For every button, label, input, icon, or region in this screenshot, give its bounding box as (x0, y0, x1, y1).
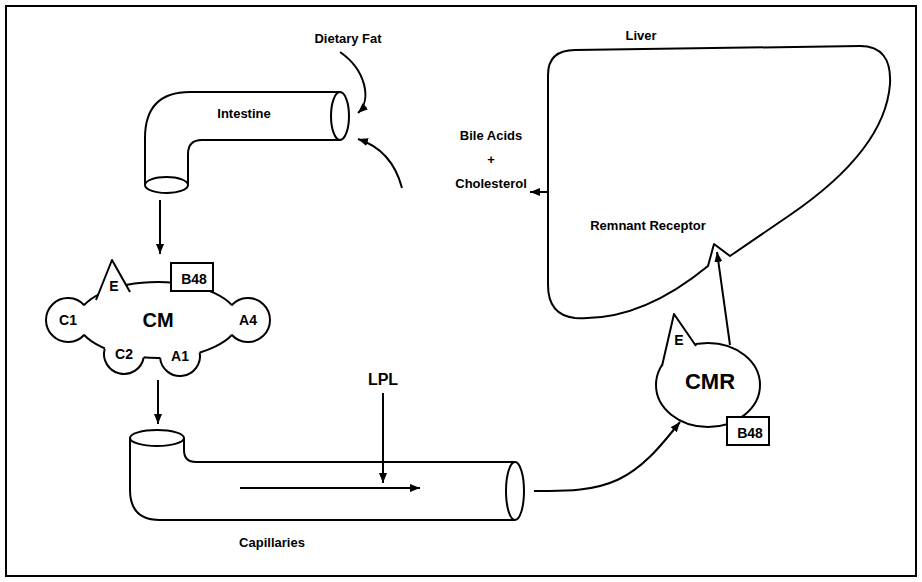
node-text: CM (142, 309, 173, 332)
output-label: Bile Acids + Cholesterol (455, 124, 527, 196)
tube-wall (130, 438, 515, 520)
lobe-outline (232, 298, 270, 342)
node-text: Capillaries (239, 536, 305, 551)
enzyme-label: LPL (368, 371, 398, 389)
liver-organ-outline (546, 24, 896, 324)
flow-arrow (717, 252, 730, 345)
lobe-fill (160, 336, 200, 376)
enzyme-arrow (382, 393, 384, 483)
node-text: Remnant Receptor (590, 219, 706, 234)
wedge-outline (662, 314, 696, 366)
node-text: E (674, 332, 683, 348)
node-text: B48 (737, 425, 763, 441)
apoprotein-wedge: E (658, 312, 700, 370)
node-text: C2 (115, 346, 133, 362)
capillary-tube-outline (128, 428, 528, 554)
tube-opening (506, 462, 524, 520)
node-text: C1 (59, 312, 77, 328)
intestine-tube: Intestine (140, 88, 360, 196)
liver-organ: LiverRemnant Receptor (546, 24, 896, 324)
tube-opening (130, 430, 184, 446)
intake-arrow (340, 52, 365, 113)
flow-arrow (534, 422, 680, 491)
chylomicron-remnant: CMR E B48 (650, 310, 774, 452)
flow-arrow (159, 200, 161, 254)
tube-opening (331, 92, 349, 140)
apoprotein-lobe: A4 (226, 298, 270, 342)
node-text: A1 (171, 348, 189, 364)
node-text: Intestine (217, 107, 270, 122)
node-text: E (109, 278, 118, 294)
node-text: CMR (685, 369, 735, 394)
tube-wall (145, 92, 340, 185)
chylomicron: CM E B48C1 A4C2 A1 (44, 256, 274, 378)
apoprotein-box: B48 (726, 416, 770, 446)
apoprotein-box: B48 (170, 262, 214, 292)
apoprotein-lobe: A1 (160, 336, 200, 376)
node-text: B48 (181, 271, 207, 287)
secretion-arrow (530, 191, 547, 193)
blood-flow-arrow (240, 487, 420, 489)
lobe-fill (104, 334, 144, 374)
frame (6, 6, 916, 576)
apoprotein-lobe: C2 (104, 334, 144, 374)
input-label: Dietary Fat (314, 32, 381, 47)
lobe-fill (46, 298, 90, 342)
apoprotein-lobe: C1 (46, 298, 90, 342)
wedge-outline (96, 260, 130, 300)
organ-outline (548, 46, 890, 318)
capillary-tube: Capillaries (128, 428, 528, 554)
node-text: Liver (625, 29, 656, 44)
intestine-tube-outline (140, 88, 360, 196)
lobe-fill (226, 298, 270, 342)
flow-arrow (157, 380, 159, 424)
tube-opening (145, 177, 188, 193)
apoprotein-wedge: E (94, 258, 132, 302)
node-text: A4 (239, 312, 257, 328)
lobe-outline (46, 298, 84, 342)
bile-return-arrow (358, 139, 402, 188)
